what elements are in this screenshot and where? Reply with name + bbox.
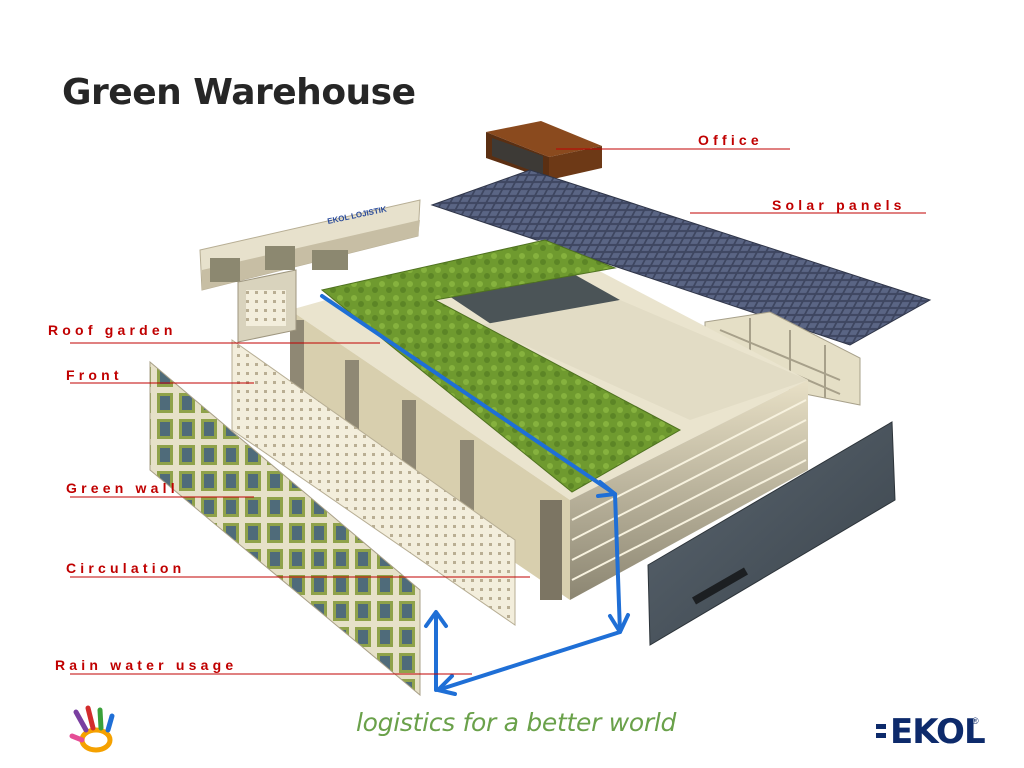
label-green-wall: Green wall — [66, 480, 179, 496]
office-module — [486, 121, 602, 180]
footer-tagline: logistics for a better world — [356, 708, 677, 737]
hand-logo-icon — [69, 705, 115, 753]
registered-mark: ® — [972, 716, 979, 726]
green-wall-panel — [149, 360, 421, 697]
arrow-head-roof — [596, 480, 617, 498]
rainwater-flow-arrows — [320, 294, 630, 696]
arrow-head-left — [436, 674, 457, 696]
arrow-head-up — [424, 610, 448, 628]
rear-facade: EKOL LOJISTIK — [199, 199, 421, 291]
label-circulation: Circulation — [66, 560, 186, 576]
side-wall-panel — [647, 421, 896, 646]
side-frame — [237, 269, 297, 343]
arrow-head-down — [608, 613, 630, 634]
front-columns — [290, 320, 562, 600]
solar-panel-array — [430, 169, 932, 346]
roof-garden-surface — [320, 239, 682, 493]
label-leader-lines — [70, 148, 926, 675]
ekol-logo-icon — [876, 724, 886, 738]
label-front: Front — [66, 367, 123, 383]
page-title: Green Warehouse — [62, 72, 416, 113]
label-rain-water-usage: Rain water usage — [55, 657, 238, 673]
label-roof-garden: Roof garden — [48, 322, 177, 338]
perforated-front-panel — [231, 339, 516, 626]
footer-brand: EKOL — [890, 712, 986, 752]
label-solar-panels: Solar panels — [772, 197, 906, 213]
label-office: Office — [698, 132, 763, 148]
